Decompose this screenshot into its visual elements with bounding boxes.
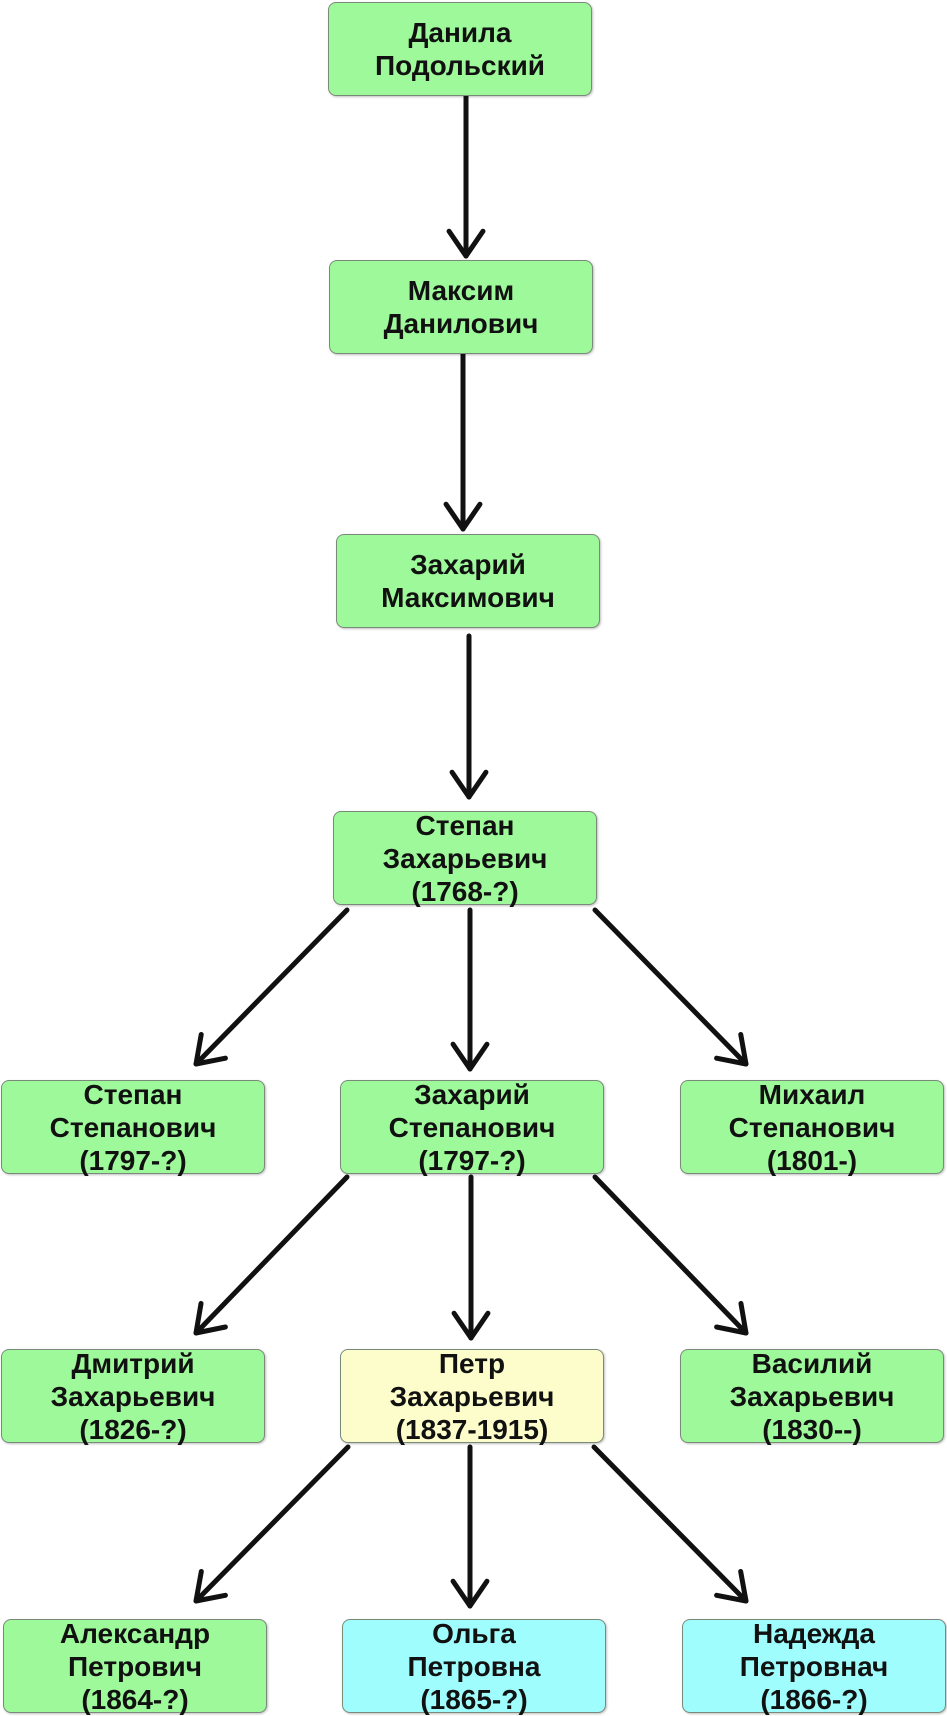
node-zakhariy-s-line-0: Захарий: [414, 1078, 530, 1110]
arrow-stepan-z-to-stepan-s: [193, 907, 350, 1067]
node-nadezhda-p-line-0: Надежда: [753, 1617, 875, 1649]
node-aleksandr-p-line-1: Петрович: [68, 1650, 202, 1682]
arrow-petr-z-to-nadezhda-p: [591, 1444, 749, 1604]
node-mikhail-s-line-0: Михаил: [758, 1078, 866, 1110]
node-zakhariy-s-line-2: (1797-?): [418, 1144, 526, 1176]
node-zakhariy-m-line-1: Максимович: [381, 582, 555, 613]
node-nadezhda-p-line-2: (1866-?): [760, 1683, 868, 1715]
node-vasiliy-z-line-2: (1830--): [762, 1413, 862, 1445]
node-olga-p-line-1: Петровна: [407, 1650, 541, 1682]
node-vasiliy-z-line-1: Захарьевич: [729, 1380, 895, 1412]
arrow-zakhariy-s-to-dmitriy-z: [193, 1174, 350, 1336]
node-mikhail-s-line-1: Степанович: [728, 1111, 896, 1143]
node-olga-p-line-2: (1865-?): [420, 1683, 528, 1715]
node-dmitriy-z-line-2: (1826-?): [79, 1413, 187, 1445]
node-maksim-line-1: Данилович: [383, 308, 539, 339]
node-petr-z-line-1: Захарьевич: [389, 1380, 555, 1412]
node-petr-z-line-0: Петр: [438, 1347, 506, 1379]
node-maksim-line-0: Максим: [407, 275, 515, 306]
arrow-petr-z-to-olga-p: [450, 1444, 490, 1609]
node-dmitriy-z-line-0: Дмитрий: [71, 1347, 195, 1379]
node-olga-p-line-0: Ольга: [432, 1617, 516, 1649]
node-stepan-s-line-2: (1797-?): [79, 1144, 187, 1176]
node-stepan-s-line-1: Степанович: [49, 1111, 217, 1143]
node-danila-line-1: Подольский: [374, 50, 546, 81]
arrow-stepan-z-to-zakhariy-s: [450, 907, 490, 1072]
node-stepan-s-line-0: Степан: [83, 1078, 183, 1110]
arrow-zakhariy-s-to-petr-z: [451, 1174, 491, 1341]
node-vasiliy-z-line-0: Василий: [751, 1347, 873, 1379]
arrow-danila-to-maksim: [446, 91, 486, 259]
arrow-stepan-z-to-mikhail-s: [592, 907, 749, 1067]
arrow-maksim-to-zakhariy-m: [443, 351, 483, 532]
node-dmitriy-z-line-1: Захарьевич: [50, 1380, 216, 1412]
node-aleksandr-p-line-0: Александр: [59, 1617, 211, 1649]
node-stepan-z-line-1: Захарьевич: [382, 842, 548, 874]
node-stepan-z-line-0: Степан: [415, 809, 515, 841]
node-nadezhda-p-line-1: Петровнач: [739, 1650, 889, 1682]
node-danila-line-0: Данила: [408, 17, 512, 48]
node-petr-z-line-2: (1837-1915): [395, 1413, 549, 1445]
arrow-zakhariy-s-to-vasiliy-z: [592, 1174, 749, 1336]
node-zakhariy-m-line-0: Захарий: [410, 549, 526, 580]
node-aleksandr-p-line-2: (1864-?): [81, 1683, 189, 1715]
arrow-zakhariy-m-to-stepan-z: [449, 633, 489, 800]
node-zakhariy-s-line-1: Степанович: [388, 1111, 556, 1143]
arrow-petr-z-to-aleksandr-p: [193, 1444, 351, 1604]
node-mikhail-s-line-2: (1801-): [766, 1144, 858, 1176]
node-stepan-z-line-2: (1768-?): [411, 875, 519, 907]
